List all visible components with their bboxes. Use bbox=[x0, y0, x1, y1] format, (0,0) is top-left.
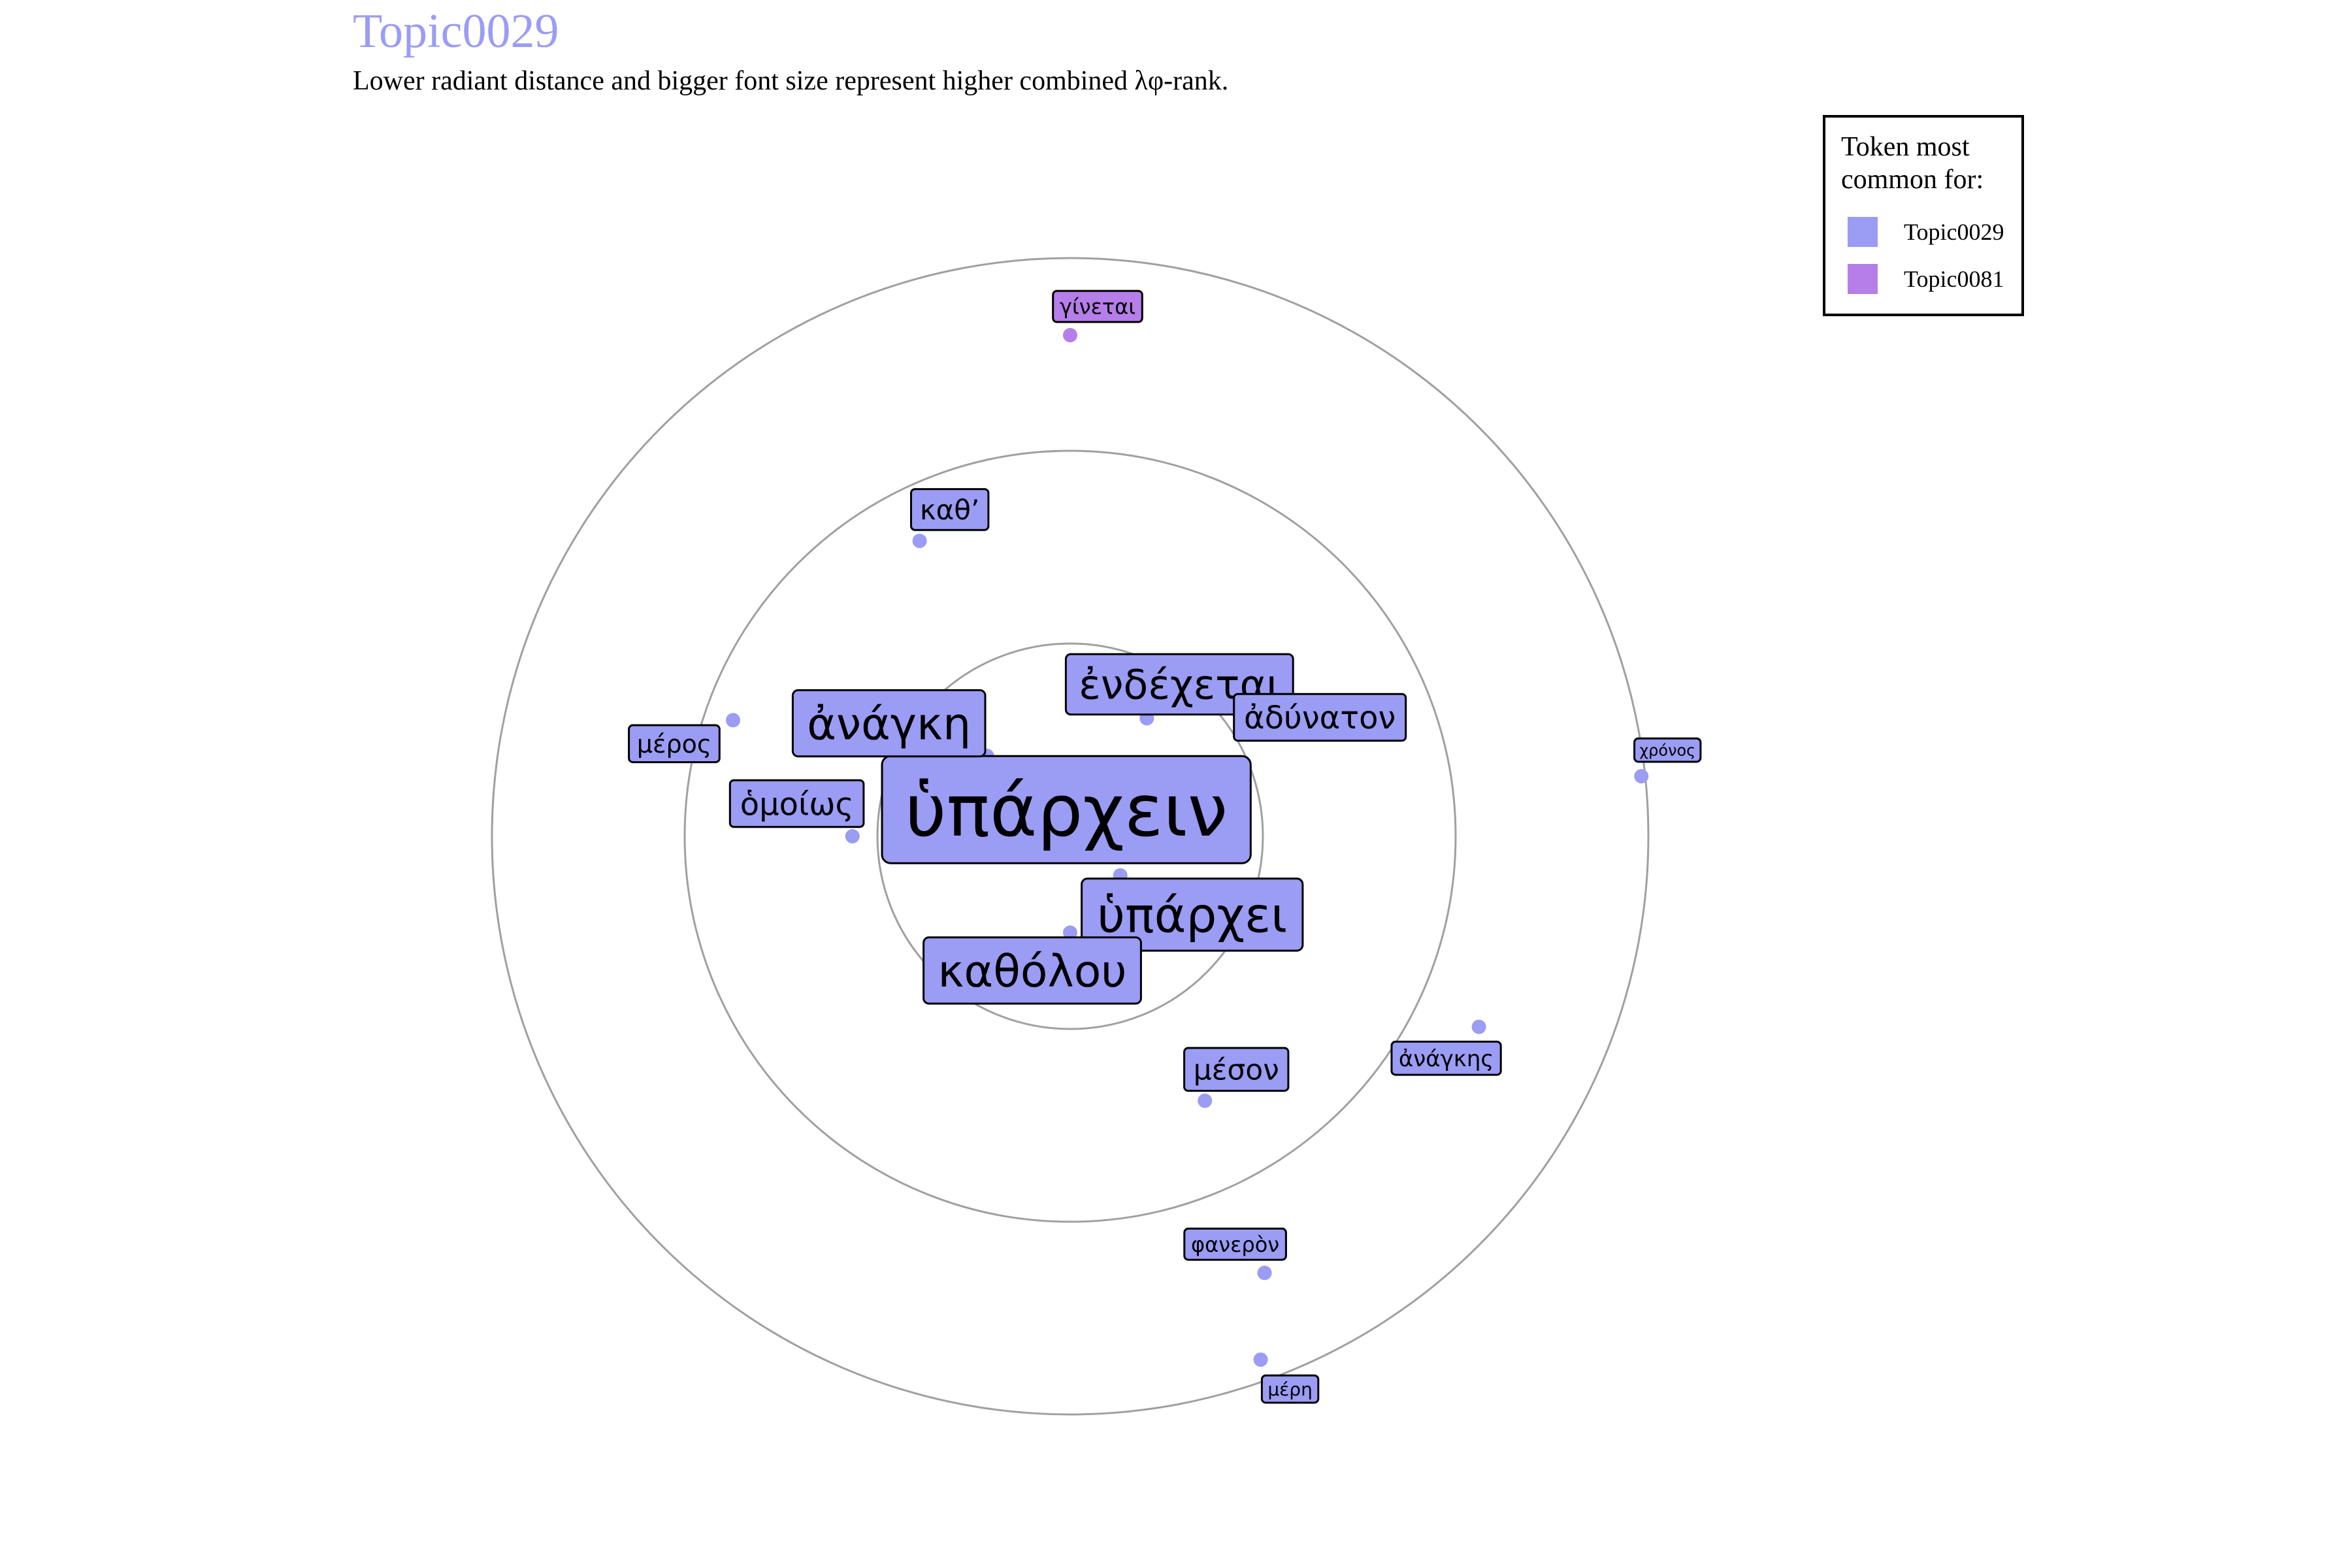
token-label: ἐνδέχεται bbox=[1064, 653, 1294, 716]
token-label: ἀνάγκης bbox=[1390, 1040, 1502, 1076]
token-point bbox=[726, 713, 740, 728]
distance-rings bbox=[491, 257, 1650, 1416]
token-label-text: μέρη bbox=[1267, 1379, 1312, 1400]
ring-3 bbox=[491, 257, 1650, 1416]
ring-1 bbox=[876, 642, 1264, 1030]
token-point bbox=[912, 533, 927, 548]
token-label-text: ὑπάρχειν bbox=[905, 769, 1228, 853]
legend-swatch-topic0081 bbox=[1848, 264, 1878, 294]
legend-item-topic0081: Topic0081 bbox=[1848, 263, 2004, 295]
token-label: ἀδύνατον bbox=[1233, 693, 1407, 742]
token-label-text: καθ’ bbox=[920, 494, 980, 526]
token-label-text: χρόνος bbox=[1639, 742, 1695, 760]
token-label-box bbox=[910, 488, 990, 531]
chart-title: Topic0029 bbox=[353, 5, 559, 58]
token-label-text: ἀδύνατον bbox=[1244, 700, 1396, 736]
token-label-box bbox=[1183, 1228, 1287, 1261]
token-label: χρόνος bbox=[1633, 737, 1702, 763]
token-label-box bbox=[1633, 737, 1702, 763]
token-label-box bbox=[923, 936, 1142, 1005]
token-point bbox=[1257, 1266, 1272, 1281]
ring-2 bbox=[683, 449, 1457, 1223]
token-label-box bbox=[881, 755, 1252, 864]
token-label-box bbox=[791, 689, 987, 758]
token-label-text: γίνεται bbox=[1060, 295, 1135, 319]
token-label-box bbox=[728, 779, 865, 828]
token-point bbox=[845, 829, 860, 843]
token-label: ὑπάρχει bbox=[1081, 877, 1304, 952]
legend-swatch-topic0029 bbox=[1848, 217, 1878, 247]
token-label-text: φανερὸν bbox=[1191, 1232, 1279, 1257]
token-label: ὁμοίως bbox=[728, 779, 865, 828]
token-label-box bbox=[1233, 693, 1407, 742]
token-label-box bbox=[628, 724, 721, 764]
token-point bbox=[1198, 1093, 1213, 1108]
legend-item-topic0029: Topic0029 bbox=[1848, 216, 2004, 248]
token-point bbox=[1634, 769, 1649, 784]
token-label: μέρος bbox=[628, 724, 721, 764]
token-label: γίνεται bbox=[1052, 289, 1143, 323]
token-label-box bbox=[1081, 877, 1304, 952]
token-point bbox=[1471, 1019, 1486, 1034]
token-label-box bbox=[1052, 289, 1143, 323]
legend-label-topic0081: Topic0081 bbox=[1904, 266, 2004, 292]
token-point bbox=[1063, 328, 1077, 342]
legend: Token most common for: Topic0029 Topic00… bbox=[1823, 115, 2024, 316]
token-label: καθ’ bbox=[910, 488, 990, 531]
token-point bbox=[1063, 925, 1077, 940]
token-label: ἀνάγκη bbox=[791, 689, 987, 758]
token-label-text: ὑπάρχει bbox=[1097, 888, 1287, 944]
legend-label-topic0029: Topic0029 bbox=[1904, 219, 2004, 245]
token-label-text: μέσον bbox=[1194, 1054, 1279, 1087]
token-label: μέσον bbox=[1183, 1047, 1290, 1092]
chart-subtitle: Lower radiant distance and bigger font s… bbox=[353, 66, 1229, 96]
token-point bbox=[1253, 1352, 1268, 1367]
token-label: φανερὸν bbox=[1183, 1228, 1287, 1261]
legend-title: Token most common for: bbox=[1841, 132, 1984, 195]
token-label-text: ὁμοίως bbox=[740, 786, 854, 823]
token-label-box bbox=[1260, 1374, 1320, 1404]
token-label-box bbox=[1390, 1040, 1502, 1076]
token-label: ὑπάρχειν bbox=[881, 755, 1252, 864]
token-label-text: μέρος bbox=[637, 730, 711, 759]
token-label-text: ἀνάγκη bbox=[807, 699, 971, 751]
token-label: μέρη bbox=[1260, 1374, 1320, 1404]
token-label-text: καθόλου bbox=[938, 946, 1126, 998]
token-label-box bbox=[1183, 1047, 1290, 1092]
token-label: καθόλου bbox=[923, 936, 1142, 1005]
token-label-text: ἀνάγκης bbox=[1399, 1046, 1494, 1072]
